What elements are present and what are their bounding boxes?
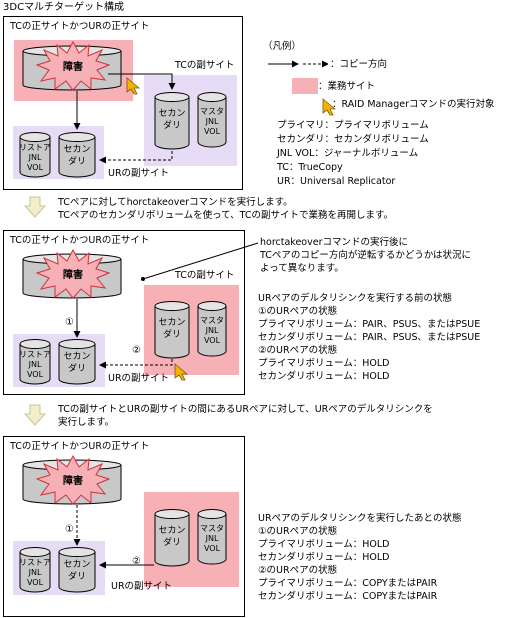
tc-sub-site-label: TCの副サイト — [175, 270, 235, 281]
takeover-callout: horctakeoverコマンドの実行後に TCペアのコピー方向が逆転するかどう… — [260, 237, 472, 274]
ur-sub-site-label: URの副サイト — [108, 168, 170, 179]
legend-definition: JNL VOL：ジャーナルボリューム — [277, 148, 419, 159]
restore-jnl-volume: リストア JNL VOL — [19, 132, 51, 178]
page-title: 3DCマルチターゲット構成 — [3, 2, 125, 13]
ur-sub-site-label: URの副サイト — [108, 373, 170, 384]
step2-line: TCの副サイトとURの副サイトの間にあるURペアに対して、URペアのデルタリシン… — [58, 404, 433, 415]
tc-secondary-volume: セカン ダリ — [154, 509, 190, 567]
marker-2: ② — [132, 556, 141, 567]
legend-raid-manager-target: ：RAID Managerコマンドの実行対象 — [332, 99, 495, 110]
legend-definition: TC：TrueCopy — [277, 162, 343, 173]
legend-definition: セカンダリ：セカンダリボリューム — [277, 134, 429, 145]
legend-business-site: ：業務サイト — [318, 81, 376, 92]
ur-sub-site-label: URの副サイト — [111, 581, 173, 592]
master-jnl-volume: マスタ JNL VOL — [197, 92, 227, 148]
post-resync-status-notes: URペアのデルタリシンクを実行したあとの状態 ①のURペアの状態 プライマリボリ… — [258, 513, 462, 602]
step-down-arrow-icon — [23, 196, 47, 222]
panel-diagram-1: TCの正サイトかつURの正サイト TCの副サイト URの副サイト セカン ダリ … — [3, 16, 243, 190]
ur-secondary-volume: セカン ダリ — [58, 132, 96, 178]
legend-definition: プライマリ：プライマリボリューム — [277, 120, 429, 131]
cursor-arrow-icon — [322, 98, 337, 120]
marker-2: ② — [132, 345, 141, 356]
cursor-arrow-icon — [174, 363, 189, 385]
step2-line: 実行します。 — [58, 417, 115, 428]
legend-definition: UR：Universal Replicator — [277, 176, 396, 187]
legend-business-site-swatch — [292, 78, 318, 94]
failure-burst-icon: 障害 — [35, 454, 111, 505]
restore-jnl-volume: リストア JNL VOL — [19, 339, 51, 385]
ur-secondary-volume: セカン ダリ — [58, 547, 96, 593]
ur-secondary-volume: セカン ダリ — [58, 339, 96, 385]
legend: （凡例） ：コピー方向 ：業務サイト ：RAID Managerコマンドの実行対… — [248, 40, 510, 190]
failure-burst-icon: 障害 — [35, 40, 111, 91]
restore-jnl-volume: リストア JNL VOL — [19, 547, 51, 593]
panel-title: TCの正サイトかつURの正サイト — [10, 441, 150, 452]
tc-secondary-volume: セカン ダリ — [154, 301, 190, 359]
legend-copy-direction: ：コピー方向 — [330, 59, 388, 70]
cursor-arrow-icon — [126, 77, 141, 99]
step1-line: TCペアに対してhorctakeoverコマンドを実行します。 — [58, 197, 293, 208]
panel-diagram-3: TCの正サイトかつURの正サイト URの副サイト セカン ダリ マスタ JNL … — [3, 436, 245, 617]
legend-heading: （凡例） — [263, 41, 302, 52]
step1-line: TCペアのセカンダリボリュームを使って、TCの副サイトで業務を再開します。 — [58, 210, 394, 221]
master-jnl-volume: マスタ JNL VOL — [197, 509, 227, 565]
failure-burst-icon: 障害 — [35, 248, 111, 299]
tc-secondary-volume: セカン ダリ — [154, 92, 190, 150]
panel-title: TCの正サイトかつURの正サイト — [10, 21, 150, 32]
step-down-arrow-icon — [23, 404, 47, 430]
tc-sub-site-label: TCの副サイト — [175, 60, 235, 71]
panel-diagram-2: TCの正サイトかつURの正サイト TCの副サイト URの副サイト セカン ダリ … — [3, 230, 245, 395]
pre-resync-status-notes: URペアのデルタリシンクを実行する前の状態 ①のURペアの状態 プライマリボリュ… — [258, 293, 481, 382]
marker-1: ① — [65, 524, 74, 535]
master-jnl-volume: マスタ JNL VOL — [197, 301, 227, 357]
marker-1: ① — [65, 317, 74, 328]
panel-title: TCの正サイトかつURの正サイト — [10, 235, 150, 246]
